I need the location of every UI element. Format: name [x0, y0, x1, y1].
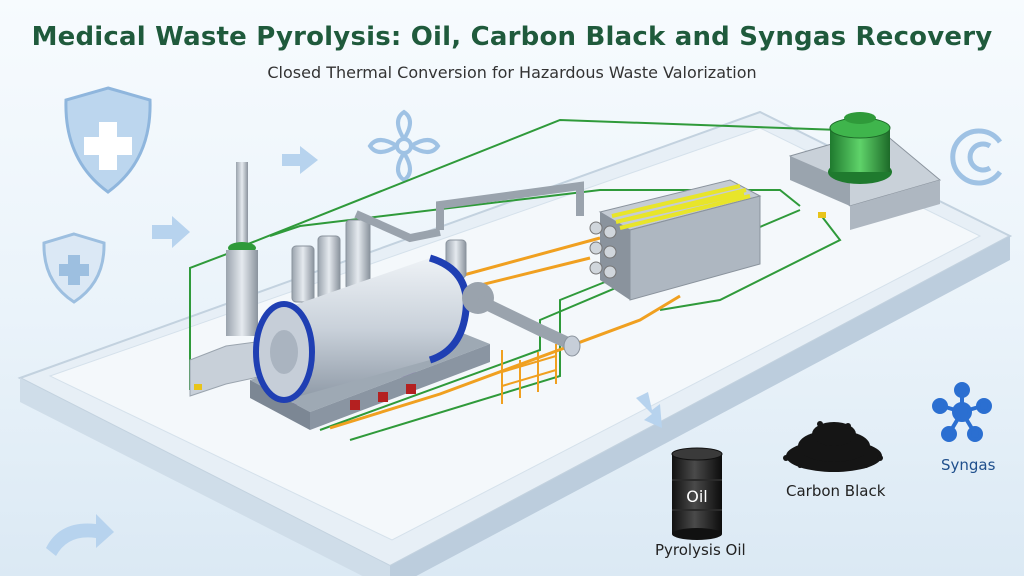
carbon-black-pile-icon	[783, 421, 883, 472]
pyrolysis-reactor	[250, 254, 581, 430]
discharge-frame	[501, 344, 557, 404]
arrow-loop-icon	[46, 514, 114, 556]
page-title: Medical Waste Pyrolysis: Oil, Carbon Bla…	[31, 22, 993, 52]
fan-icon	[367, 109, 441, 183]
condenser-towers	[291, 181, 584, 303]
syngas-label: Syngas	[941, 456, 996, 474]
shield-plus-icon	[64, 86, 152, 194]
recycle-icon	[950, 128, 1003, 186]
arrow-down-icon	[636, 392, 662, 428]
arrow-right-icon	[152, 146, 318, 248]
carbon-black-label: Carbon Black	[786, 482, 886, 500]
page-subtitle: Closed Thermal Conversion for Hazardous …	[267, 63, 757, 82]
heat-exchanger	[589, 179, 762, 301]
oil-drum-icon: Oil	[671, 447, 723, 540]
oil-drum-label: Oil	[686, 487, 707, 506]
syngas-molecule-icon	[932, 382, 992, 442]
shield-plus-icon	[42, 232, 106, 304]
pyrolysis-oil-label: Pyrolysis Oil	[655, 541, 746, 559]
valve-markers	[194, 212, 826, 390]
platform	[17, 110, 1013, 576]
cooling-tower	[788, 112, 942, 230]
